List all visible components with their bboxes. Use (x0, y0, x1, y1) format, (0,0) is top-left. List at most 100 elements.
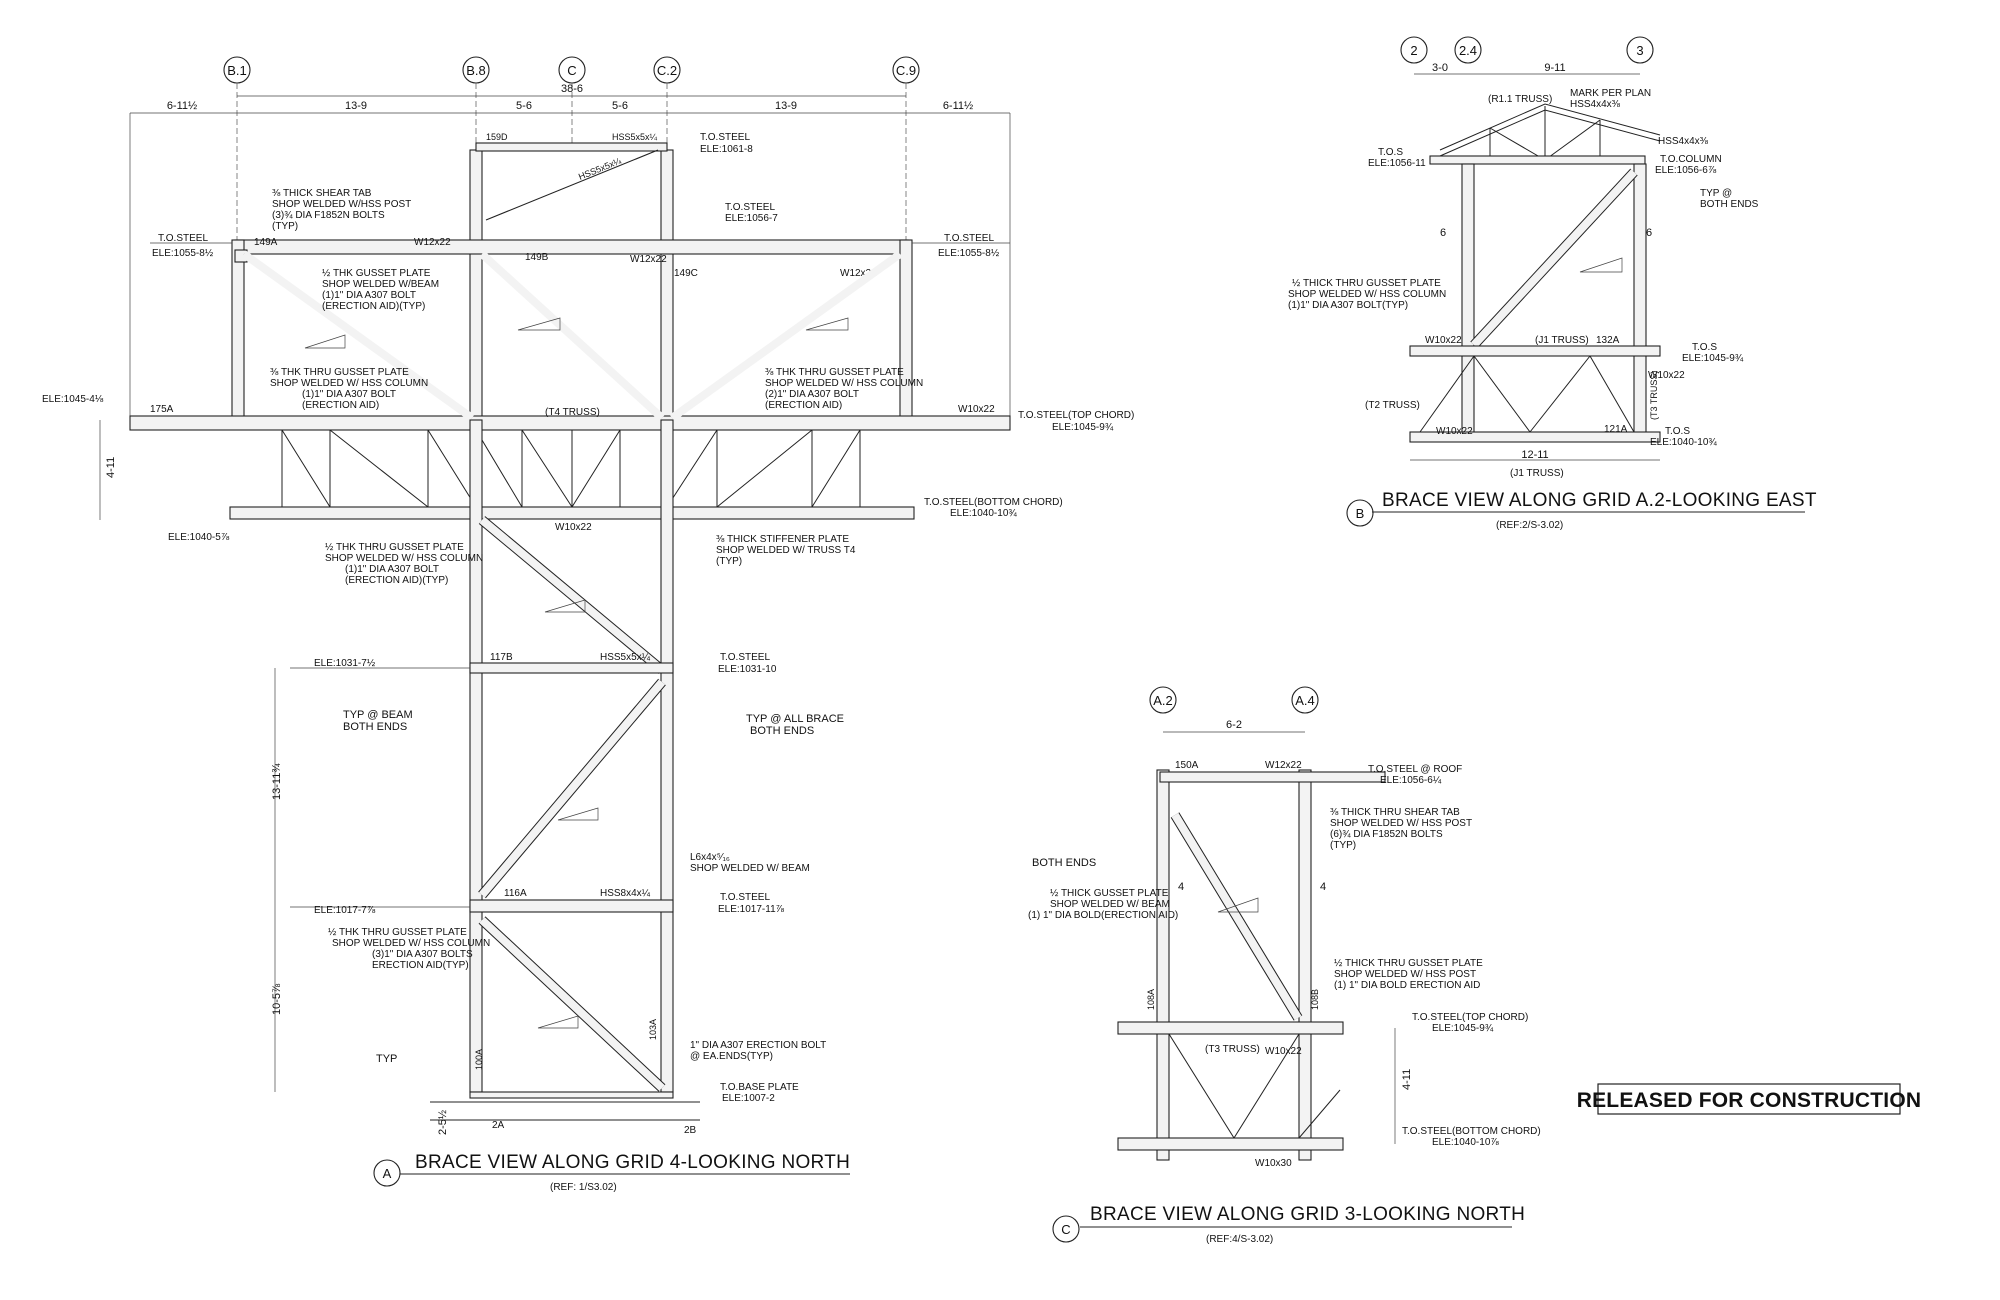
svg-text:B.8: B.8 (466, 63, 486, 78)
svg-text:150A: 150A (1175, 760, 1199, 771)
svg-text:ELE:1055-8½: ELE:1055-8½ (938, 248, 1000, 259)
svg-text:BOTH ENDS: BOTH ENDS (343, 721, 407, 733)
svg-text:T.O.STEEL: T.O.STEEL (944, 233, 994, 244)
svg-text:W10x22: W10x22 (1648, 370, 1685, 381)
svg-text:W10x30: W10x30 (1255, 1158, 1292, 1169)
svg-text:ELE:1056-6¼: ELE:1056-6¼ (1380, 774, 1442, 786)
svg-text:ELE:1031-7½: ELE:1031-7½ (314, 658, 376, 669)
svg-text:ELE:1055-8½: ELE:1055-8½ (152, 248, 214, 259)
svg-text:(1)1" DIA A307 BOLT(TYP): (1)1" DIA A307 BOLT(TYP) (1288, 300, 1408, 311)
grid-bubble-b1: B.1 (223, 56, 251, 84)
svg-text:W12x22: W12x22 (630, 254, 667, 265)
svg-text:½ THICK THRU GUSSET PLATE: ½ THICK THRU GUSSET PLATE (1334, 958, 1483, 969)
grid-bubble-3: 3 (1626, 36, 1654, 64)
svg-text:ELE:1056-7: ELE:1056-7 (725, 213, 778, 224)
svg-text:13-11¾: 13-11¾ (271, 763, 283, 800)
svg-text:(2)1" DIA A307 BOLT: (2)1" DIA A307 BOLT (765, 389, 859, 400)
dim-overall: 38-6 (561, 83, 583, 95)
grid-bubble-2: 2 (1400, 36, 1428, 64)
svg-text:SHOP WELDED W/ HSS COLUMN: SHOP WELDED W/ HSS COLUMN (270, 378, 428, 389)
svg-text:6: 6 (1440, 227, 1446, 239)
svg-text:L6x4x⁵⁄₁₆: L6x4x⁵⁄₁₆ (690, 852, 730, 863)
svg-text:T.O.STEEL: T.O.STEEL (725, 202, 775, 213)
note-typ-brace: TYP @ ALL BRACE BOTH ENDS (746, 713, 844, 737)
svg-text:(T2 TRUSS): (T2 TRUSS) (1365, 400, 1420, 411)
note-erection-bolt: 1" DIA A307 ERECTION BOLT @ EA.ENDS(TYP) (690, 1040, 826, 1062)
svg-text:W12x22: W12x22 (840, 268, 877, 279)
note-typ-beam: TYP @ BEAM BOTH ENDS (343, 709, 413, 733)
svg-text:@ EA.ENDS(TYP): @ EA.ENDS(TYP) (690, 1051, 773, 1062)
svg-text:(1) 1" DIA BOLD(ERECTION AID): (1) 1" DIA BOLD(ERECTION AID) (1028, 910, 1178, 921)
svg-text:SHOP WELDED W/ TRUSS T4: SHOP WELDED W/ TRUSS T4 (716, 545, 856, 556)
svg-text:103A: 103A (648, 1019, 658, 1040)
svg-text:ELE:1056-6⅞: ELE:1056-6⅞ (1655, 165, 1717, 176)
svg-text:TYP @: TYP @ (1700, 188, 1732, 199)
svg-text:BOTH ENDS: BOTH ENDS (750, 725, 814, 737)
svg-text:10-5⅞: 10-5⅞ (271, 983, 283, 1015)
view-a: B.1 B.8 C C.2 C.9 38-6 6-11½ 13-9 5-6 (42, 56, 1134, 1193)
svg-text:149C: 149C (674, 268, 698, 279)
svg-text:BOTH ENDS: BOTH ENDS (1032, 857, 1096, 869)
svg-text:ELE:1056-11: ELE:1056-11 (1368, 158, 1426, 169)
svg-text:12-11: 12-11 (1521, 449, 1548, 461)
svg-text:(J1 TRUSS): (J1 TRUSS) (1510, 468, 1564, 479)
svg-text:BOTH ENDS: BOTH ENDS (1700, 199, 1759, 210)
svg-text:108B: 108B (1310, 989, 1320, 1010)
dim-right-ext: 6-11½ (943, 100, 973, 112)
note-gusset-beam: ½ THK GUSSET PLATE SHOP WELDED W/BEAM (1… (322, 268, 439, 312)
svg-text:ELE:1017-7⅞: ELE:1017-7⅞ (314, 905, 376, 916)
svg-text:½ THICK GUSSET PLATE: ½ THICK GUSSET PLATE (1050, 888, 1169, 899)
svg-text:(T3 TRUSS): (T3 TRUSS) (1649, 371, 1659, 420)
svg-text:(T4 TRUSS): (T4 TRUSS) (545, 407, 600, 418)
svg-text:(TYP): (TYP) (716, 556, 742, 567)
svg-text:1" DIA A307 ERECTION BOLT: 1" DIA A307 ERECTION BOLT (690, 1040, 826, 1051)
svg-text:4: 4 (1320, 881, 1326, 893)
svg-text:(ERECTION AID): (ERECTION AID) (765, 400, 842, 411)
svg-text:T.O.BASE PLATE: T.O.BASE PLATE (720, 1082, 799, 1093)
svg-text:3-0: 3-0 (1432, 62, 1448, 74)
svg-text:HSS5x5x¼: HSS5x5x¼ (600, 651, 651, 663)
svg-text:A.2: A.2 (1153, 693, 1173, 708)
svg-text:W10x22: W10x22 (1265, 1046, 1302, 1057)
svg-text:T.O.STEEL(TOP CHORD): T.O.STEEL(TOP CHORD) (1412, 1012, 1528, 1023)
svg-text:SHOP WELDED W/ HSS COLUMN: SHOP WELDED W/ HSS COLUMN (1288, 289, 1446, 300)
svg-text:HSS4x4x⅜: HSS4x4x⅜ (1658, 136, 1709, 147)
grid-bubble-c: C (558, 56, 586, 84)
svg-text:(J1 TRUSS): (J1 TRUSS) (1535, 335, 1589, 346)
note-thru-gusset-right: ⅜ THK THRU GUSSET PLATE SHOP WELDED W/ H… (765, 367, 923, 411)
svg-text:ELE:1040-10¾: ELE:1040-10¾ (950, 508, 1017, 519)
grid-bubble-c9: C.9 (892, 56, 920, 84)
svg-text:(ERECTION AID)(TYP): (ERECTION AID)(TYP) (345, 575, 448, 586)
svg-text:(TYP): (TYP) (272, 221, 298, 232)
svg-text:W10x22: W10x22 (1425, 335, 1462, 346)
released-stamp: RELEASED FOR CONSTRUCTION (1577, 1083, 1921, 1115)
svg-text:2-5½: 2-5½ (437, 1110, 449, 1135)
svg-text:W12x22: W12x22 (1265, 760, 1302, 771)
svg-text:SHOP WELDED W/ HSS COLUMN: SHOP WELDED W/ HSS COLUMN (332, 938, 490, 949)
grid-bubble-b8: B.8 (462, 56, 490, 84)
note-c-shear-tab: ⅜ THICK THRU SHEAR TAB SHOP WELDED W/ HS… (1330, 807, 1472, 851)
dim-bay3: 5-6 (612, 100, 628, 112)
svg-text:A: A (383, 1166, 392, 1181)
svg-text:⅜ THK THRU GUSSET PLATE: ⅜ THK THRU GUSSET PLATE (765, 367, 904, 378)
note-typ: TYP (376, 1053, 397, 1065)
svg-text:W10x22: W10x22 (555, 522, 592, 533)
note-thru-gusset-left: ⅜ THK THRU GUSSET PLATE SHOP WELDED W/ H… (270, 367, 428, 411)
note-b-gusset: ½ THICK THRU GUSSET PLATE SHOP WELDED W/… (1288, 278, 1446, 311)
note-thru-gusset-lower: ½ THK THRU GUSSET PLATE SHOP WELDED W/ H… (325, 542, 483, 586)
note-l6x4: L6x4x⁵⁄₁₆ SHOP WELDED W/ BEAM (690, 852, 810, 874)
svg-text:149B: 149B (525, 252, 549, 263)
svg-text:½ THK GUSSET PLATE: ½ THK GUSSET PLATE (322, 268, 431, 279)
svg-text:117B: 117B (490, 652, 513, 663)
svg-text:SHOP WELDED W/HSS POST: SHOP WELDED W/HSS POST (272, 199, 411, 210)
svg-text:T.O.STEEL @ ROOF: T.O.STEEL @ ROOF (1368, 764, 1462, 775)
svg-text:(ERECTION AID): (ERECTION AID) (302, 400, 379, 411)
view-c-title: C BRACE VIEW ALONG GRID 3-LOOKING NORTH … (1052, 1204, 1525, 1245)
svg-text:149A: 149A (254, 237, 278, 248)
svg-text:BRACE VIEW ALONG GRID A.2-LOOK: BRACE VIEW ALONG GRID A.2-LOOKING EAST (1382, 490, 1817, 511)
svg-text:6-2: 6-2 (1226, 719, 1242, 731)
svg-text:W10x22: W10x22 (1436, 426, 1473, 437)
svg-text:BRACE VIEW ALONG GRID 3-LOOKIN: BRACE VIEW ALONG GRID 3-LOOKING NORTH (1090, 1204, 1525, 1225)
note-shear-tab: ⅜ THICK SHEAR TAB SHOP WELDED W/HSS POST… (272, 188, 411, 232)
svg-text:(REF: 1/S3.02): (REF: 1/S3.02) (550, 1182, 617, 1193)
